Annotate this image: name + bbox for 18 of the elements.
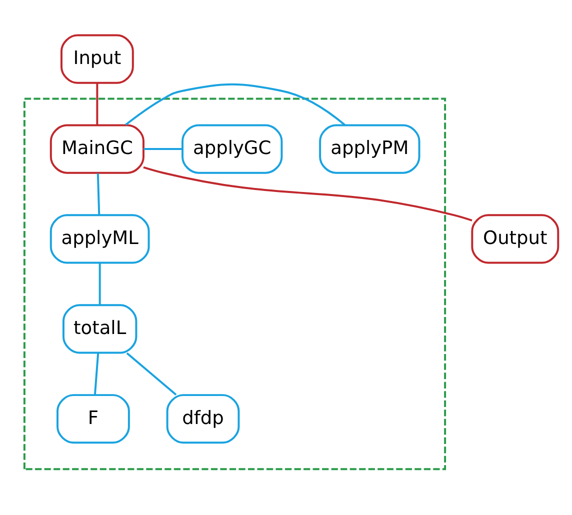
node-box: applyGC: [182, 124, 283, 174]
connector: [96, 83, 98, 125]
node-box: totalL: [62, 304, 138, 354]
connector: [125, 83, 346, 126]
cluster: [23, 98, 446, 470]
connector: [126, 352, 177, 396]
node-box: Input: [60, 34, 134, 84]
node-box: applyML: [50, 214, 150, 264]
node-box: MainGC: [50, 124, 144, 174]
connector: [144, 148, 182, 150]
node-box: F: [56, 394, 130, 444]
connector: [94, 353, 100, 395]
connector: [96, 173, 100, 215]
node-box: dfdp: [166, 394, 240, 444]
node-box: applyPM: [319, 124, 420, 174]
connector: [143, 166, 472, 222]
node-box: Output: [471, 214, 560, 264]
connector: [98, 263, 101, 305]
